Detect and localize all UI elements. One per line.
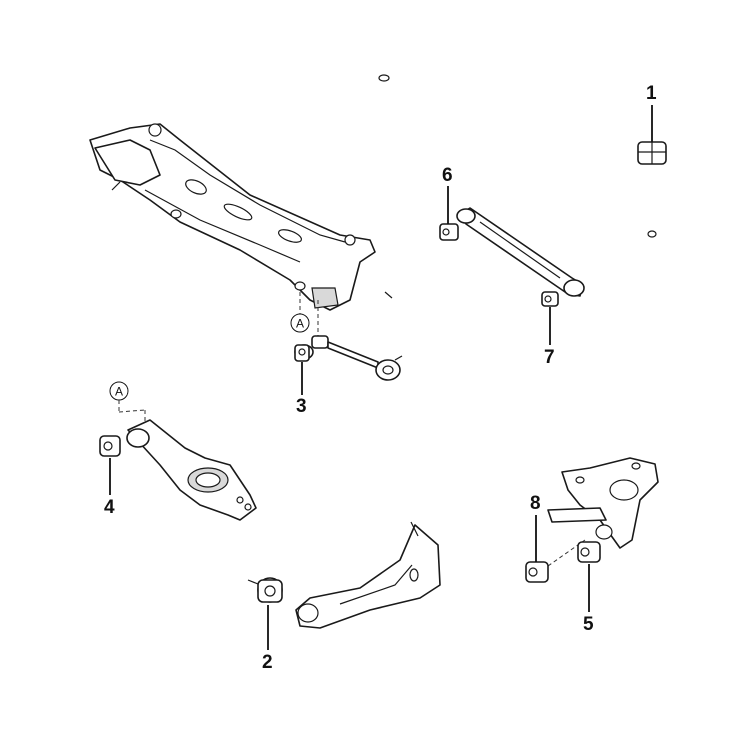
leader-lines [109,105,653,650]
callout-2: 2 [262,652,273,673]
callout-3: 3 [296,396,307,417]
reference-mark-a-lower: A [109,381,146,425]
reference-letter-a: A [115,385,123,399]
stabilizer-bushing-1 [637,141,667,165]
subframe-crossmember [89,123,393,311]
bushing-6 [439,223,459,241]
callout-8: 8 [530,493,541,514]
bushing-5 [577,541,601,563]
rear-knuckle [547,457,659,549]
bushing-3 [294,344,314,362]
callout-7: 7 [544,347,555,368]
bushing-7 [541,291,559,307]
bushing-8 [525,561,549,583]
trailing-arm [295,521,441,629]
callout-6: 6 [442,165,453,186]
control-link-6-7 [456,207,585,297]
callout-1: 1 [646,83,657,104]
reference-mark-a-upper: A [290,292,310,333]
reference-letter-a: A [296,317,304,331]
bushing-4 [99,435,121,457]
bushing-2 [247,577,283,603]
callout-5: 5 [583,614,594,635]
stabilizer-bar [378,66,657,238]
lower-control-arm [126,419,257,521]
lateral-link-with-ball-joint [311,335,403,381]
callout-4: 4 [104,497,115,518]
